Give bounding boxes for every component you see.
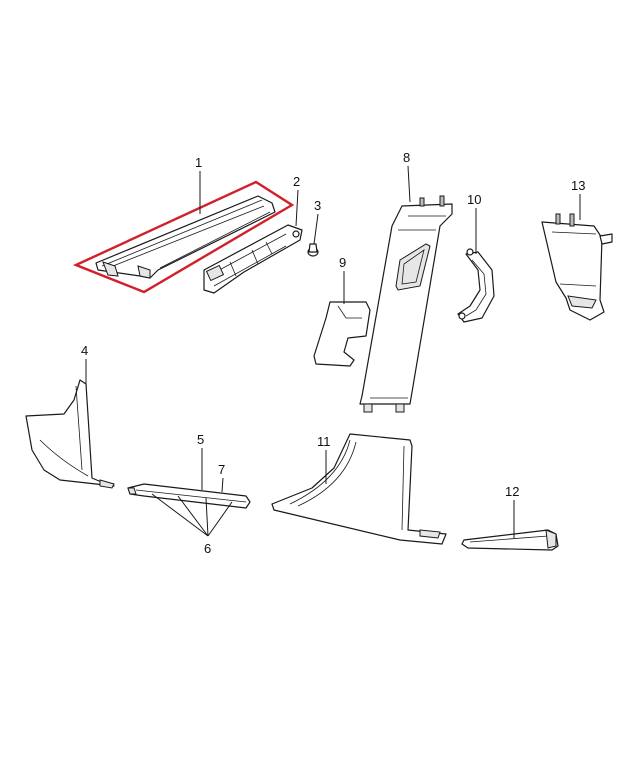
part-9-insulator-pad[interactable] bbox=[313, 301, 371, 367]
part-10-grab-handle[interactable] bbox=[457, 248, 495, 323]
part-1-a-pillar-trim[interactable] bbox=[72, 180, 295, 294]
callout-2: 2 bbox=[293, 174, 300, 189]
callout-12: 12 bbox=[505, 484, 519, 499]
callout-13: 13 bbox=[571, 178, 585, 193]
part-4-kick-panel[interactable] bbox=[25, 379, 115, 489]
part-12-scuff-trim[interactable] bbox=[461, 529, 559, 551]
part-2-bracket[interactable] bbox=[203, 224, 303, 294]
callout-4: 4 bbox=[81, 343, 88, 358]
callout-6: 6 bbox=[204, 541, 211, 556]
leader-lines bbox=[85, 165, 581, 538]
callout-labels: 1 2 3 4 5 6 7 8 9 10 11 12 13 bbox=[81, 150, 585, 556]
callout-3: 3 bbox=[314, 198, 321, 213]
highlight-outline bbox=[72, 180, 295, 294]
callout-8: 8 bbox=[403, 150, 410, 165]
part-11-lower-b-pillar-trim[interactable] bbox=[271, 433, 447, 545]
part-8-b-pillar-trim[interactable] bbox=[359, 195, 453, 413]
callout-1: 1 bbox=[195, 155, 202, 170]
callout-11: 11 bbox=[317, 434, 331, 449]
callout-9: 9 bbox=[339, 255, 346, 270]
callout-5: 5 bbox=[197, 432, 204, 447]
callout-7: 7 bbox=[218, 462, 225, 477]
part-13-c-pillar-trim[interactable] bbox=[541, 213, 613, 321]
callout-10: 10 bbox=[467, 192, 481, 207]
part-5-sill-plate[interactable] bbox=[127, 483, 251, 509]
part-3-clip[interactable] bbox=[307, 243, 319, 257]
